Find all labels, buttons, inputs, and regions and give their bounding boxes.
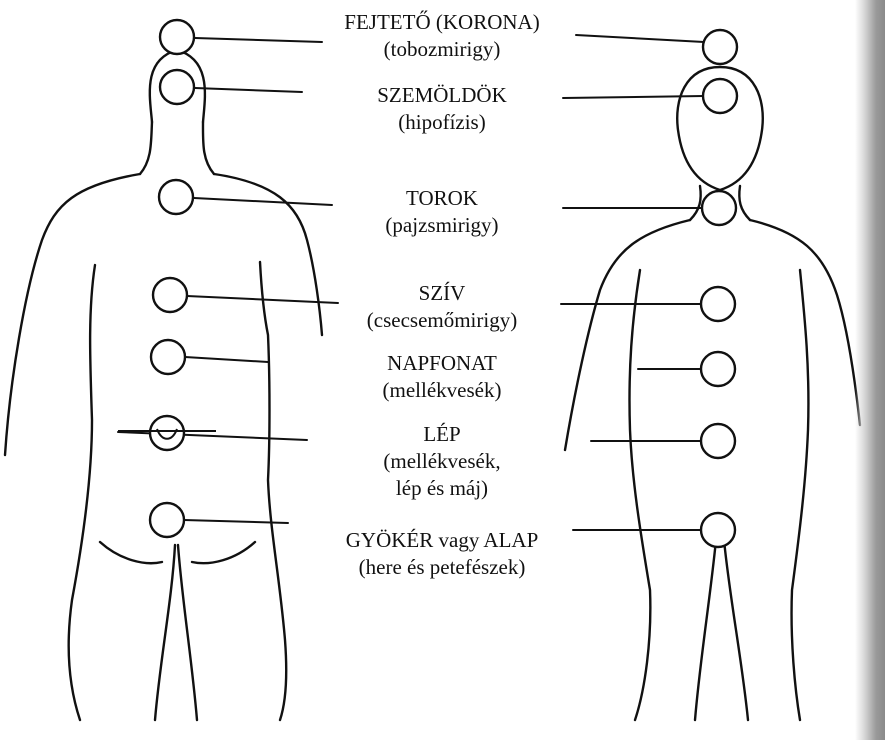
chakra-gland-crown: (tobozmirigy): [322, 36, 562, 63]
crown-circle-left: [160, 20, 194, 54]
throat-pointer-left: [194, 198, 332, 205]
chakra-gland-brow: (hipofízis): [322, 109, 562, 136]
right-figure-legs: [695, 540, 748, 720]
chakra-gland-spleen: (mellékvesék,: [322, 448, 562, 475]
left-figure-torso-right: [214, 174, 322, 720]
throat-circle-left: [159, 180, 193, 214]
chakra-name-solar-plexus: NAPFONAT: [322, 350, 562, 377]
chakra-label-throat: TOROK (pajzsmirigy): [322, 185, 562, 239]
chakra-name-root: GYÖKÉR vagy ALAP: [322, 527, 562, 554]
heart-circle-left: [153, 278, 187, 312]
crown-circle-right: [703, 30, 737, 64]
chakra-label-root: GYÖKÉR vagy ALAP (here és petefészek): [322, 527, 562, 581]
crown-pointer-left: [195, 38, 322, 42]
spleen-circle-right: [701, 424, 735, 458]
brow-circle-left: [160, 70, 194, 104]
chakra-name-heart: SZÍV: [322, 280, 562, 307]
left-figure: [5, 50, 322, 720]
right-figure-torso-right: [750, 220, 860, 720]
brow-pointer-left: [195, 88, 302, 92]
chakra-label-brow: SZEMÖLDÖK (hipofízis): [322, 82, 562, 136]
root-circle-left: [150, 503, 184, 537]
left-figure-torso-left: [5, 174, 140, 720]
left-figure-legs: [155, 545, 197, 720]
page-edge-shadow: [855, 0, 885, 740]
throat-circle-right: [702, 191, 736, 225]
chakra-gland-spleen-2: lép és máj): [322, 475, 562, 502]
chakra-gland-solar-plexus: (mellékvesék): [322, 377, 562, 404]
right-figure: [565, 67, 860, 720]
brow-pointer-right: [563, 96, 704, 98]
brow-circle-right: [703, 79, 737, 113]
solar-circle-right: [701, 352, 735, 386]
left-figure-neck-left: [140, 122, 152, 174]
left-figure-neck-right: [203, 122, 214, 174]
heart-circle-right: [701, 287, 735, 321]
chakra-name-brow: SZEMÖLDÖK: [322, 82, 562, 109]
chakra-gland-heart: (csecsemőmirigy): [322, 307, 562, 334]
root-circle-right: [701, 513, 735, 547]
right-figure-torso-left: [565, 220, 690, 720]
chakra-name-spleen: LÉP: [322, 421, 562, 448]
solar-circle-left: [151, 340, 185, 374]
chakra-label-heart: SZÍV (csecsemőmirigy): [322, 280, 562, 334]
chakra-name-crown: FEJTETŐ (KORONA): [322, 9, 562, 36]
chakra-label-spleen: LÉP (mellékvesék, lép és máj): [322, 421, 562, 502]
spleen-circle-left: [150, 416, 184, 450]
chakra-gland-root: (here és petefészek): [322, 554, 562, 581]
solar-pointer-left: [185, 357, 268, 362]
chakra-gland-throat: (pajzsmirigy): [322, 212, 562, 239]
chakra-label-crown: FEJTETŐ (KORONA) (tobozmirigy): [322, 9, 562, 63]
chakra-name-throat: TOROK: [322, 185, 562, 212]
chakra-label-solar-plexus: NAPFONAT (mellékvesék): [322, 350, 562, 404]
spleen-pointer-left: [118, 432, 307, 440]
crown-pointer-right: [576, 35, 704, 42]
